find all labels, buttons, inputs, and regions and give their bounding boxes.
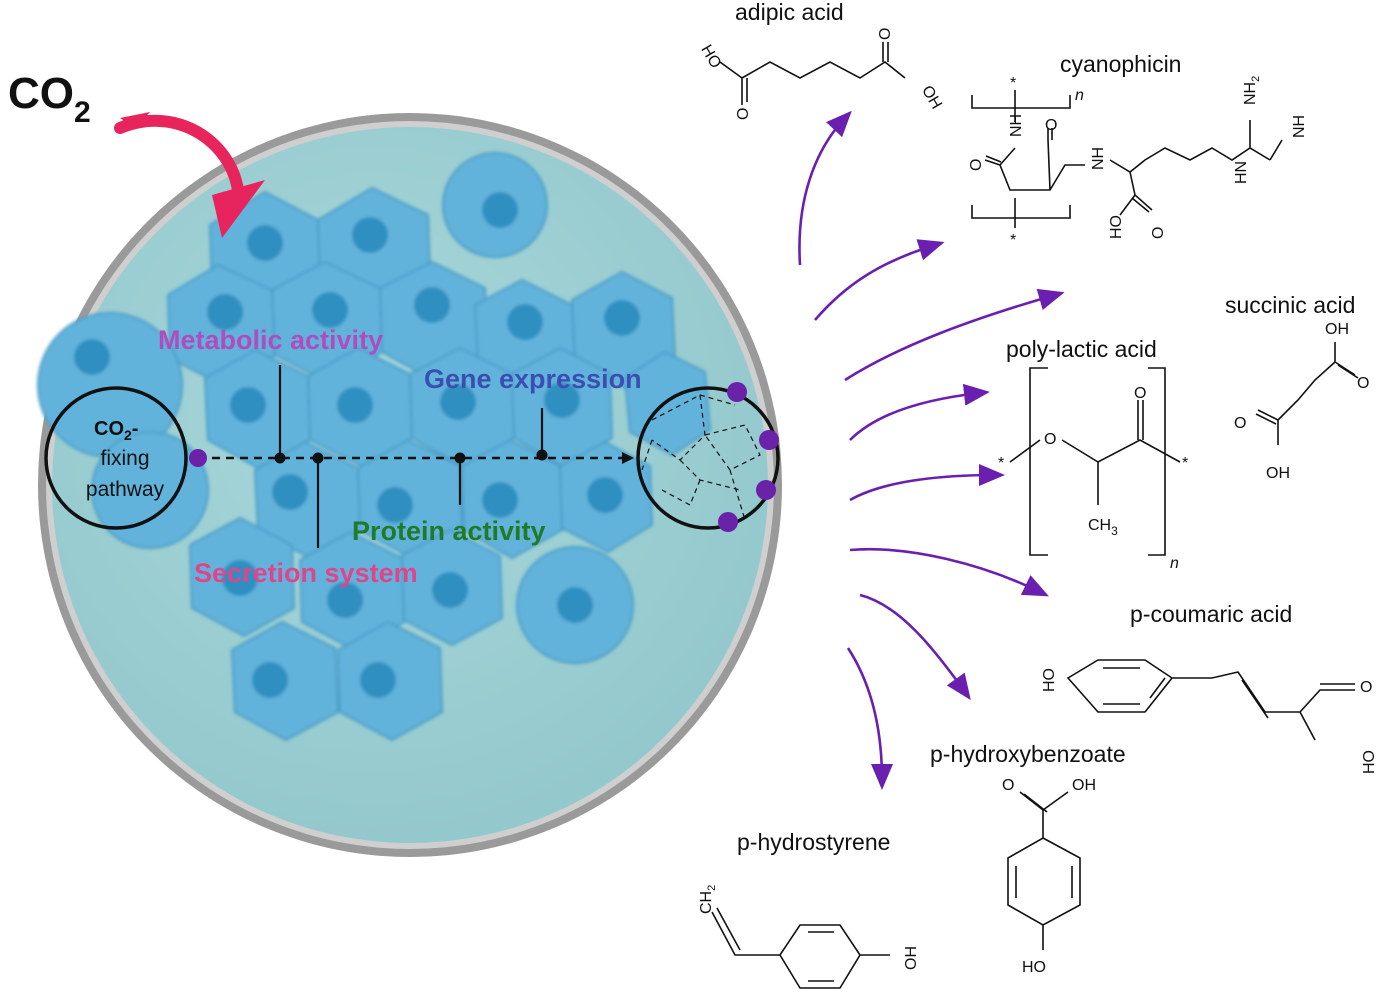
pathway-line2: fixing (100, 447, 149, 470)
atom-ho: HO (1361, 750, 1378, 774)
product-network (636, 382, 780, 532)
cyanophicin-label: cyanophicin (1060, 51, 1181, 77)
pathway-start-dot (189, 449, 207, 467)
gene-expression-label: Gene expression (424, 364, 642, 394)
co2-input-arrow (114, 112, 265, 238)
co2-label: CO2 (8, 69, 91, 129)
pathway-co2-text: CO2- (94, 418, 138, 443)
cell-cluster (37, 152, 712, 742)
pathway-line3: pathway (86, 478, 165, 501)
cyanophicin-structure: cyanophicin NH O O NH HN NH2 NH HO O * *… (968, 51, 1308, 249)
p-hydroxybenzoate-label: p-hydroxybenzoate (930, 741, 1126, 767)
p-coumaric-acid-structure: p-coumaric acid HO O HO (1041, 601, 1378, 774)
atom-ho: HO (1108, 215, 1125, 239)
cell (230, 620, 340, 742)
metabolic-activity-label: Metabolic activity (158, 325, 383, 355)
regulation-markers (274, 365, 548, 548)
atom-star: * (1010, 75, 1016, 92)
atom-nh2: NH2 (1242, 76, 1262, 105)
cell (400, 528, 504, 647)
cell (91, 431, 209, 549)
atom-o: O (1045, 117, 1057, 134)
protein-activity-label: Protein activity (352, 516, 546, 546)
cell (298, 530, 406, 652)
repeat-n: n (1170, 555, 1179, 572)
atom-hn: HN (1233, 161, 1250, 184)
atom-star: * (1182, 455, 1188, 472)
atom-star: * (998, 455, 1004, 472)
cell (623, 350, 712, 457)
atom-ho: HO (697, 42, 724, 71)
cell (336, 620, 444, 742)
repeat-n: n (1075, 87, 1084, 104)
atom-o: O (877, 28, 894, 40)
atom-ho: HO (1022, 959, 1046, 976)
atom-ch2: CH2 (698, 885, 718, 914)
secretion-system-label: Secretion system (194, 558, 418, 588)
adipic-acid-structure: adipic acid HO O O OH (697, 0, 944, 120)
atom-o: O (1360, 679, 1372, 696)
atom-oh: OH (903, 946, 920, 970)
succinic-acid-structure: succinic acid OH O O OH (1225, 292, 1369, 482)
cell (558, 440, 654, 554)
co2-fixing-pathway-circle (44, 386, 188, 530)
cell (460, 438, 564, 560)
atom-oh: OH (918, 83, 945, 112)
p-hydroxybenzoate-structure: p-hydroxybenzoate O OH HO (930, 741, 1126, 976)
succinic-acid-label: succinic acid (1225, 292, 1355, 318)
atom-ch3: CH3 (1088, 517, 1118, 538)
cell (510, 346, 614, 468)
atom-star: * (1010, 232, 1016, 249)
atom-o: O (735, 108, 752, 120)
atom-ho: HO (1041, 668, 1058, 692)
cell (408, 346, 516, 468)
cell (188, 516, 296, 638)
atom-o: O (1234, 415, 1246, 432)
cell (516, 546, 634, 664)
p-hydrostyrene-label: p-hydrostyrene (737, 829, 890, 855)
atom-nh: NH (1090, 147, 1107, 170)
cell (37, 312, 183, 458)
atom-o: O (1002, 777, 1014, 794)
atom-o: O (968, 159, 985, 171)
product-arrows (798, 110, 1065, 790)
atom-oh: OH (1266, 465, 1290, 482)
cell (442, 152, 548, 258)
p-coumaric-acid-label: p-coumaric acid (1130, 601, 1292, 627)
atom-o: O (1150, 227, 1167, 239)
atom-nh: NH (1008, 114, 1025, 137)
atom-o: O (1044, 431, 1056, 448)
poly-lactic-acid-structure: poly-lactic acid O O CH3 * * n (998, 336, 1188, 572)
atom-oh: OH (1072, 777, 1096, 794)
atom-o: O (1134, 385, 1146, 402)
p-hydrostyrene-structure: p-hydrostyrene CH2 OH (698, 829, 920, 989)
atom-nh: NH (1291, 115, 1308, 138)
poly-lactic-acid-label: poly-lactic acid (1006, 336, 1157, 362)
atom-oh: OH (1325, 321, 1349, 338)
atom-o: O (1357, 375, 1369, 392)
cell (356, 438, 464, 560)
adipic-acid-label: adipic acid (735, 0, 844, 25)
